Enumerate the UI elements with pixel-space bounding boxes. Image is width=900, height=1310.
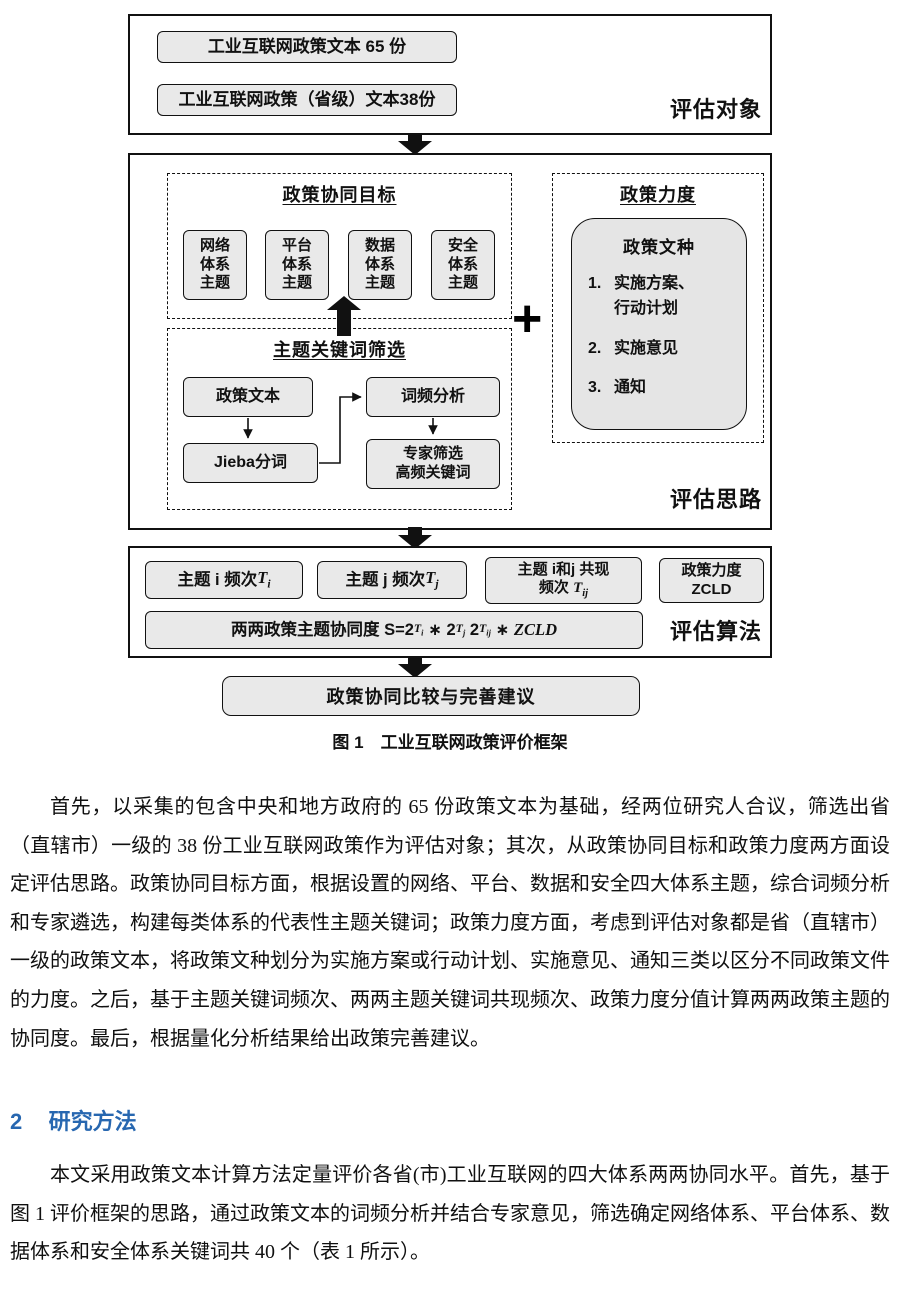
- formula-zcld: ZCLD: [513, 619, 558, 639]
- cell-text: ZCLD: [691, 580, 732, 598]
- policy-doc-type-title: 政策文种: [623, 238, 695, 257]
- list-item-number: 2.: [588, 339, 602, 357]
- network-theme-pill: 网络 体系 主题: [183, 230, 247, 300]
- figure-1: 工业互联网政策文本 65 份 工业互联网政策（省级）文本38份 评估对象 政策协…: [128, 14, 772, 762]
- keyword-flow-arrows: [243, 392, 438, 464]
- section-heading: 2 研究方法: [10, 1104, 890, 1136]
- policy-strength-cell: 政策力度 ZCLD: [659, 558, 764, 603]
- policy-targets-dashed-box: 政策协同目标 网络 体系 主题 平台 体系 主题 数据 体系 主题 安全 体系 …: [167, 173, 512, 319]
- cooccurrence-cell: 主题 i和j 共现 频次 Tij: [485, 557, 642, 604]
- policy-text-65-pill: 工业互联网政策文本 65 份: [157, 31, 457, 63]
- cell-text: 主题 i和j 共现: [517, 560, 610, 578]
- list-item-text: 通知: [614, 379, 647, 397]
- policy-text-38-pill: 工业互联网政策（省级）文本38份: [157, 84, 457, 116]
- policy-strength-title: 政策力度: [620, 185, 696, 205]
- up-arrow-icon: [327, 296, 361, 336]
- list-item: 1. 实施方案、 行动计划: [588, 272, 736, 322]
- policy-targets-title: 政策协同目标: [282, 185, 397, 205]
- eval-object-box: 工业互联网政策文本 65 份 工业互联网政策（省级）文本38份 评估对象: [128, 14, 772, 135]
- figure-caption: 图 1 工业互联网政策评价框架: [332, 733, 568, 752]
- cell-text: 频次 Tij: [538, 579, 589, 600]
- security-theme-pill: 安全 体系 主题: [431, 230, 495, 300]
- section-title: 研究方法: [48, 1109, 137, 1135]
- platform-theme-pill: 平台 体系 主题: [265, 230, 329, 300]
- formula-prefix: 两两政策主题协同度 S=: [230, 620, 405, 639]
- list-item-number: 3.: [588, 379, 602, 397]
- cell-text: 政策力度: [681, 561, 742, 579]
- expert-filter-pill: 专家筛选 高频关键词: [366, 439, 500, 489]
- policy-strength-dashed-box: 政策力度 政策文种 1. 实施方案、 行动计划 2. 实施意见 3.: [552, 173, 764, 443]
- down-arrow-icon: [398, 527, 432, 549]
- policy-doc-type-list: 1. 实施方案、 行动计划 2. 实施意见 3. 通知: [588, 272, 736, 401]
- eval-object-label: 评估对象: [669, 97, 762, 122]
- eval-approach-box: 政策协同目标 网络 体系 主题 平台 体系 主题 数据 体系 主题 安全 体系 …: [128, 153, 772, 530]
- down-arrow-icon: [398, 133, 432, 155]
- list-item-text: 实施意见: [614, 339, 679, 357]
- cell-text: 主题 i 频次: [177, 570, 258, 589]
- conclusion-pill: 政策协同比较与完善建议: [222, 676, 640, 716]
- list-item: 2. 实施意见: [588, 337, 736, 362]
- jieba-pill: Jieba分词: [183, 443, 318, 483]
- freq-i-cell: 主题 i 频次 Ti: [145, 561, 303, 599]
- keyword-filter-title: 主题关键词筛选: [273, 340, 406, 360]
- list-item-number: 1.: [588, 275, 602, 292]
- data-theme-pill: 数据 体系 主题: [348, 230, 412, 300]
- down-arrow-icon: [398, 658, 432, 678]
- body-text-area: 首先，以采集的包含中央和地方政府的 65 份政策文本为基础，经两位研究人合议，筛…: [10, 788, 890, 1272]
- eval-approach-label: 评估思路: [669, 487, 762, 512]
- paragraph-1: 首先，以采集的包含中央和地方政府的 65 份政策文本为基础，经两位研究人合议，筛…: [10, 796, 890, 1050]
- word-frequency-pill: 词频分析: [366, 377, 500, 417]
- plus-icon: +: [512, 290, 543, 348]
- cell-text: 主题 j 频次: [345, 570, 426, 589]
- paragraph-2: 本文采用政策文本计算方法定量评价各省(市)工业互联网的四大体系两两协同水平。首先…: [10, 1164, 890, 1264]
- list-item: 3. 通知: [588, 376, 736, 401]
- policy-text-pill: 政策文本: [183, 377, 313, 417]
- policy-doc-type-panel: 政策文种 1. 实施方案、 行动计划 2. 实施意见 3. 通知: [571, 218, 747, 430]
- eval-algorithm-label: 评估算法: [669, 619, 762, 644]
- list-item-text: 实施方案、 行动计划: [614, 275, 695, 317]
- keyword-filter-dashed-box: 主题关键词筛选 政策文本 词频分析 Jieba分词 专家筛选 高频关键词: [167, 328, 512, 510]
- section-number: 2: [10, 1109, 23, 1135]
